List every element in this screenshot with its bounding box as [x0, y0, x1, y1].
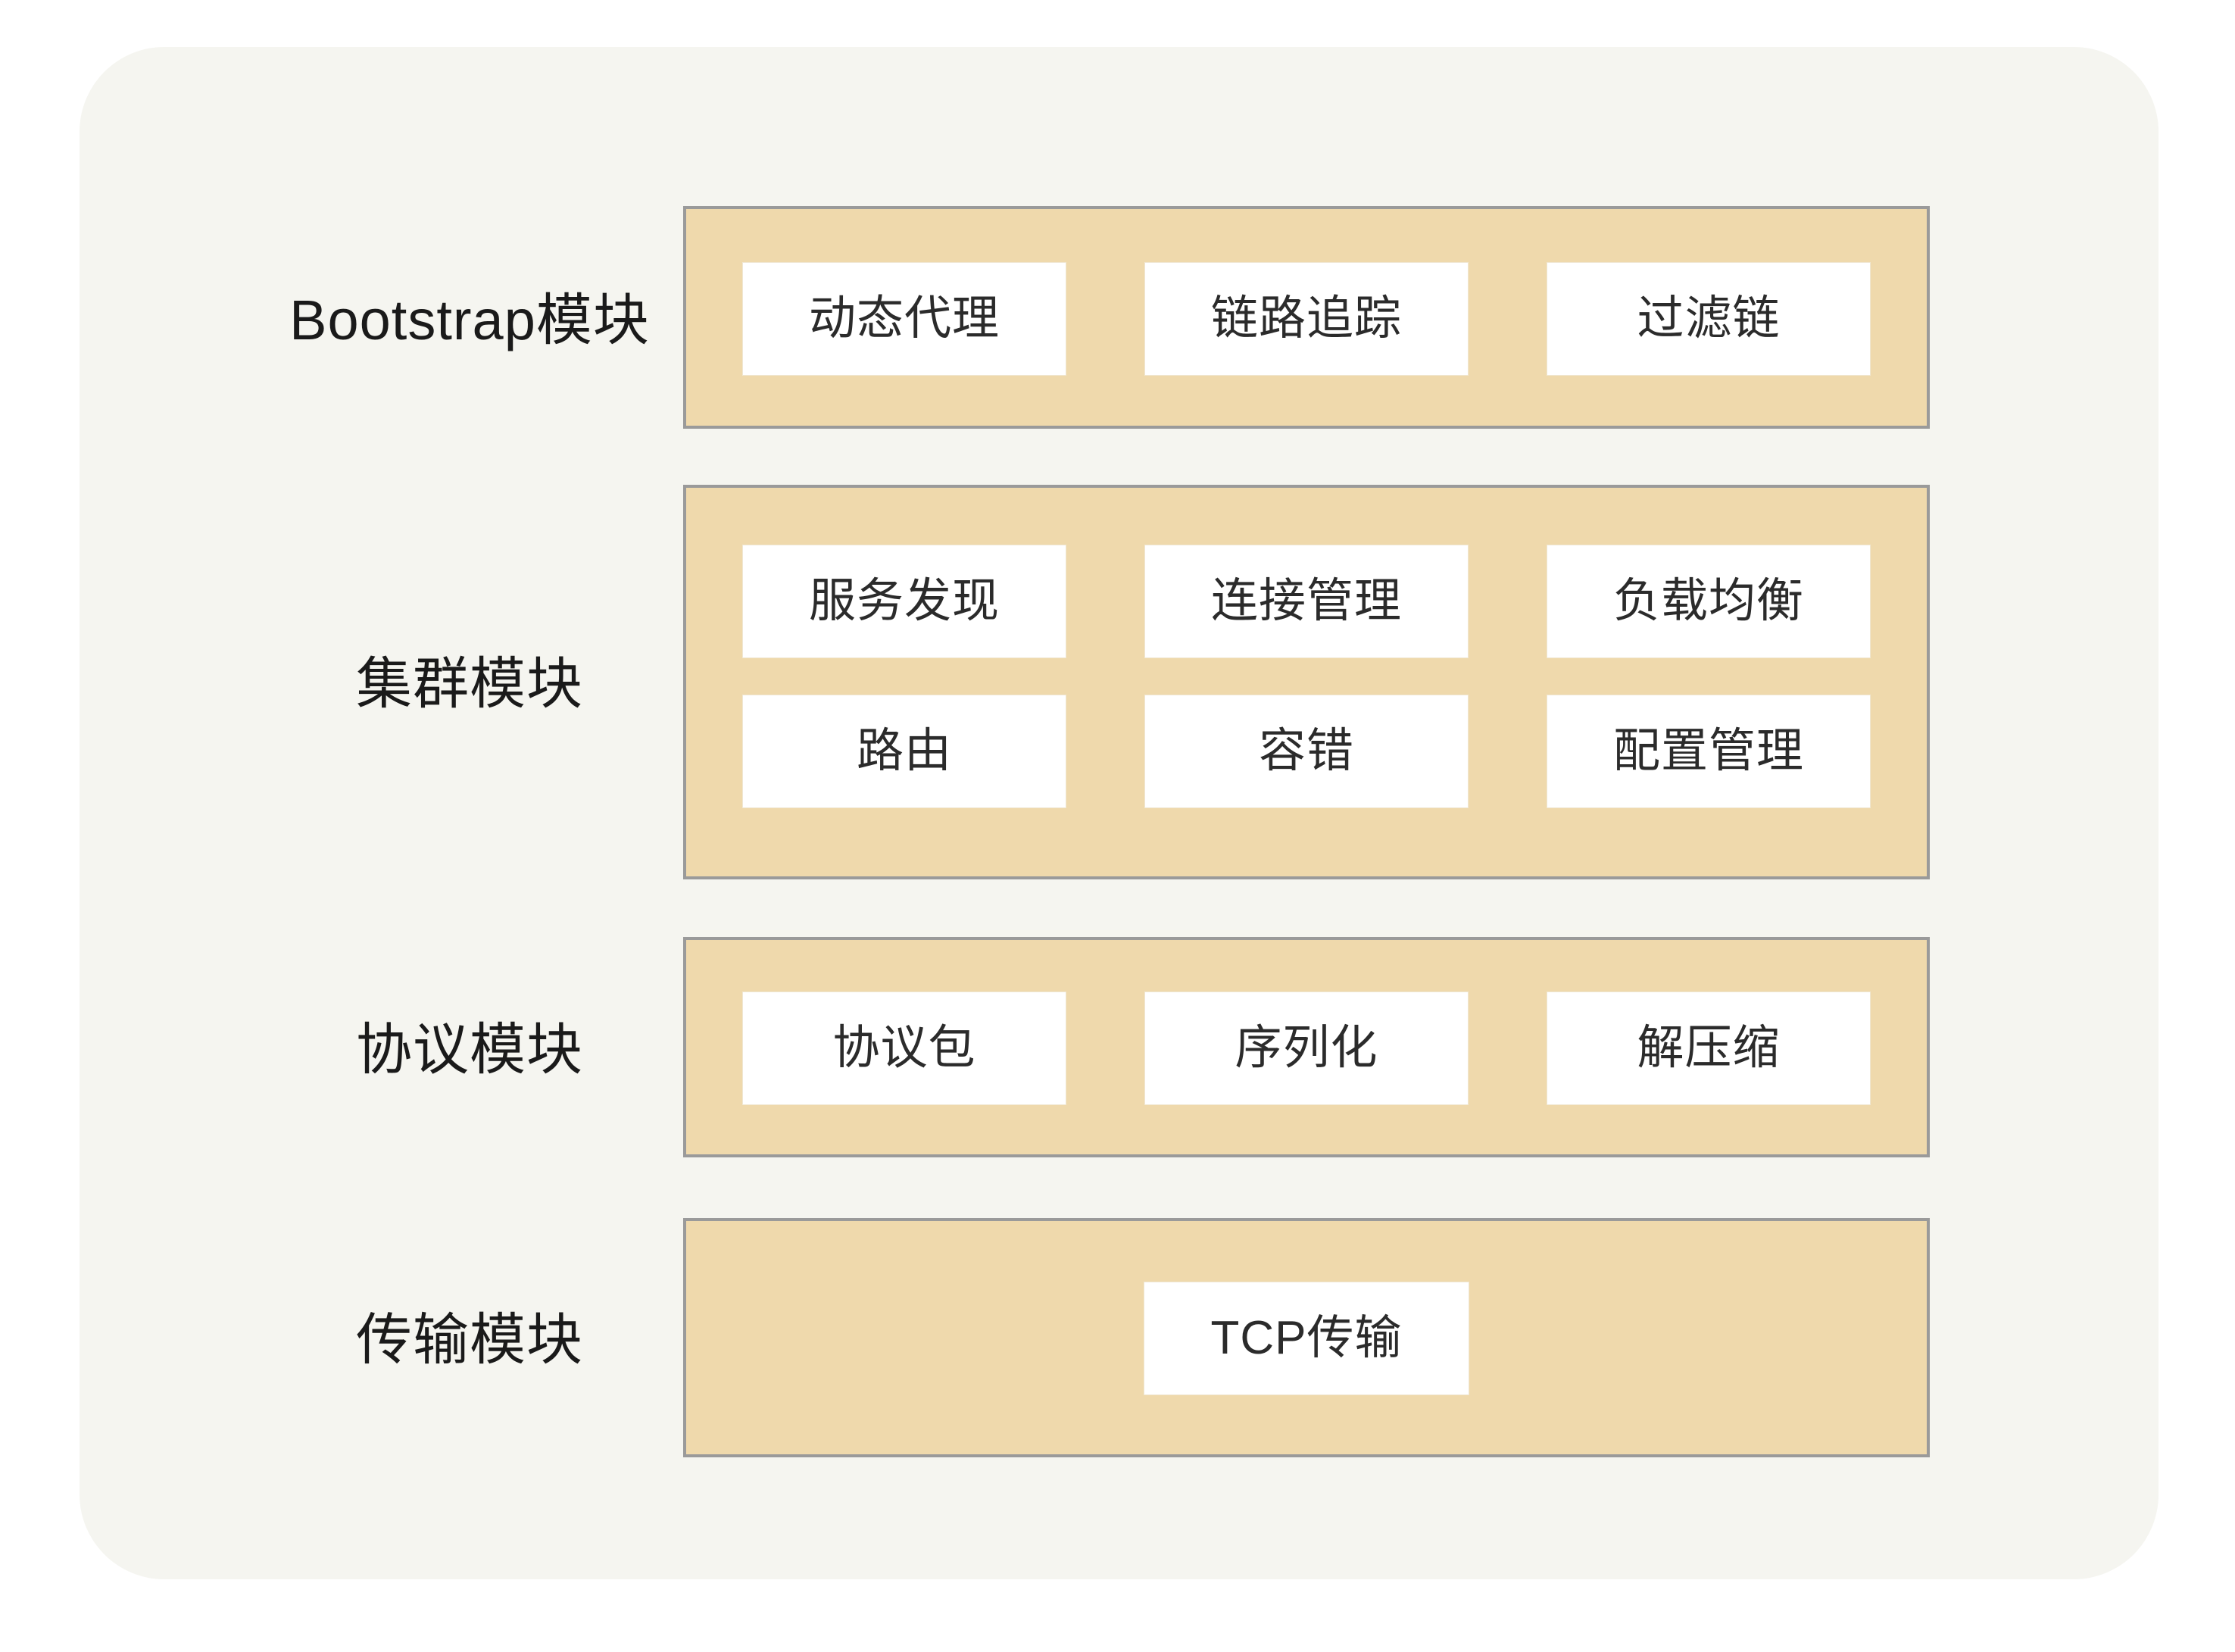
- node-filter-chain[interactable]: 过滤链: [1547, 262, 1871, 376]
- layer-band-protocol: 协议包 序列化 解压缩: [683, 937, 1930, 1157]
- node-decompression[interactable]: 解压缩: [1547, 992, 1871, 1105]
- layer-row-bootstrap: Bootstrap模块 动态代理 链路追踪 过滤链: [80, 206, 2159, 429]
- diagram-card: Bootstrap模块 动态代理 链路追踪 过滤链 集群模块 服务发现 连: [80, 47, 2159, 1579]
- layer-label-transport: 传输模块: [356, 1308, 583, 1371]
- node-row: 服务发现 连接管理 负载均衡: [742, 545, 1871, 658]
- layer-label-cluster: 集群模块: [356, 652, 583, 715]
- node-connection-management[interactable]: 连接管理: [1144, 545, 1469, 658]
- layer-label-bootstrap: Bootstrap模块: [289, 289, 650, 351]
- node-routing[interactable]: 路由: [742, 695, 1066, 808]
- node-grid-protocol: 协议包 序列化 解压缩: [742, 992, 1871, 1105]
- node-protocol-packet[interactable]: 协议包: [742, 992, 1066, 1105]
- node-row: 协议包 序列化 解压缩: [742, 992, 1871, 1105]
- layer-row-transport: 传输模块 TCP传输: [80, 1218, 2159, 1457]
- node-tcp-transport[interactable]: TCP传输: [1144, 1282, 1469, 1395]
- node-grid-cluster: 服务发现 连接管理 负载均衡 路由 容错 配置管理: [742, 545, 1871, 808]
- node-config-management[interactable]: 配置管理: [1547, 695, 1871, 808]
- layer-row-cluster: 集群模块 服务发现 连接管理 负载均衡 路由 容错 配置管理: [80, 485, 2159, 879]
- node-dynamic-proxy[interactable]: 动态代理: [742, 262, 1066, 376]
- layer-band-bootstrap: 动态代理 链路追踪 过滤链: [683, 206, 1930, 429]
- node-link-tracing[interactable]: 链路追踪: [1144, 262, 1469, 376]
- node-row: TCP传输: [742, 1282, 1871, 1395]
- layer-row-protocol: 协议模块 协议包 序列化 解压缩: [80, 937, 2159, 1157]
- node-service-discovery[interactable]: 服务发现: [742, 545, 1066, 658]
- node-grid-bootstrap: 动态代理 链路追踪 过滤链: [742, 262, 1871, 376]
- layer-band-cluster: 服务发现 连接管理 负载均衡 路由 容错 配置管理: [683, 485, 1930, 879]
- node-row: 动态代理 链路追踪 过滤链: [742, 262, 1871, 376]
- node-grid-transport: TCP传输: [742, 1282, 1871, 1395]
- layer-label-protocol: 协议模块: [356, 1018, 583, 1081]
- node-fault-tolerance[interactable]: 容错: [1144, 695, 1469, 808]
- layer-band-transport: TCP传输: [683, 1218, 1930, 1457]
- node-row: 路由 容错 配置管理: [742, 695, 1871, 808]
- node-load-balancing[interactable]: 负载均衡: [1547, 545, 1871, 658]
- node-serialization[interactable]: 序列化: [1144, 992, 1469, 1105]
